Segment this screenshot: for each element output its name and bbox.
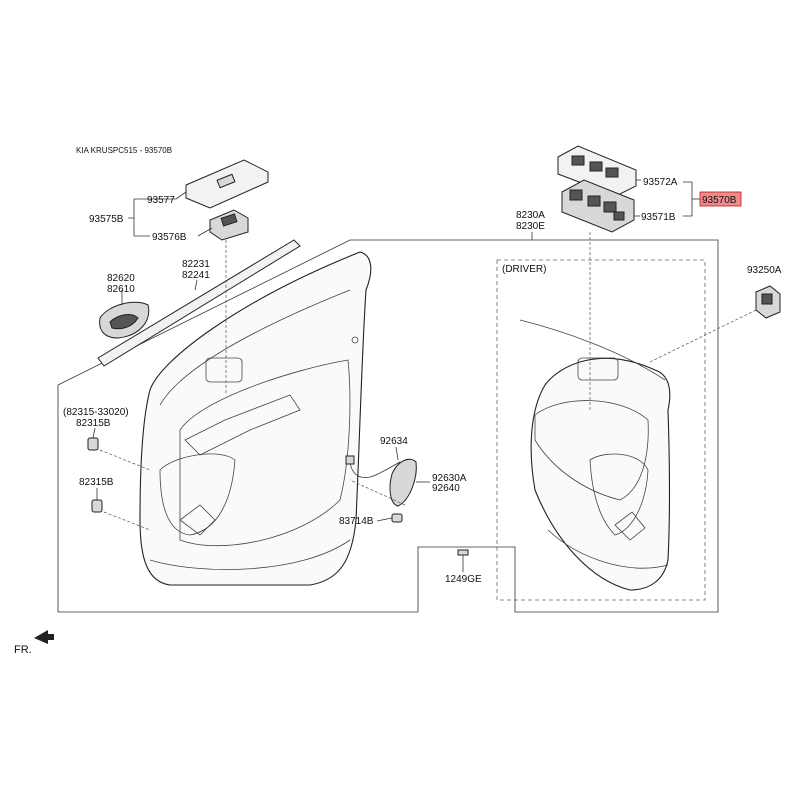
label-82610: 82610 [107, 284, 135, 295]
diagram-header: KIA KRUSPC515 - 93570B [76, 146, 172, 155]
label-1249GE: 1249GE [445, 574, 482, 585]
part-92634-harness [349, 461, 401, 478]
label-82315B-a: 82315B [76, 418, 111, 429]
leader-lines [92, 179, 700, 572]
part-93250A-switch [755, 285, 781, 319]
label-93576B: 93576B [152, 232, 187, 243]
door-trim-panel-left [139, 251, 372, 586]
label-82315B-b: 82315B [79, 477, 114, 488]
label-92634: 92634 [380, 436, 408, 447]
part-92630A-lamp [389, 458, 417, 507]
driver-box [496, 259, 706, 601]
label-8230E: 8230E [516, 221, 545, 232]
label-driver: (DRIVER) [502, 264, 546, 275]
part-93571B-switch-assembly [561, 179, 635, 233]
main-assembly-outline [57, 239, 719, 613]
label-93572A: 93572A [643, 177, 678, 188]
door-trim-panel-driver [519, 319, 671, 591]
front-direction-arrow-icon [34, 630, 54, 644]
label-82620: 82620 [107, 273, 135, 284]
label-93570B[interactable]: 93570B [702, 195, 737, 206]
label-82231: 82231 [182, 259, 210, 270]
part-82231-weatherstrip [97, 239, 301, 367]
label-83714B: 83714B [339, 516, 374, 527]
part-82315B-clip-b [91, 499, 103, 513]
label-93250A: 93250A [747, 265, 782, 276]
part-82620-inside-handle [99, 301, 150, 339]
label-front: FR. [14, 644, 32, 656]
label-93575B: 93575B [89, 214, 124, 225]
highlight-93570B [699, 191, 742, 207]
label-92640: 92640 [432, 483, 460, 494]
label-8230A: 8230A [516, 210, 545, 221]
part-92634-connector [345, 455, 355, 465]
part-1249GE-screw [457, 549, 469, 570]
part-93577-bezel [185, 159, 269, 209]
part-93572A-bezel [557, 145, 637, 197]
dashed-leaders [99, 232, 757, 531]
label-82315-33020: (82315-33020) [63, 407, 129, 418]
label-93577: 93577 [147, 195, 175, 206]
part-93576B-switch [209, 209, 249, 241]
part-82315B-clip-a [87, 437, 99, 451]
label-92630A: 92630A [432, 473, 467, 484]
label-82241: 82241 [182, 270, 210, 281]
part-83714B-clip [391, 513, 403, 523]
label-93571B: 93571B [641, 212, 676, 223]
